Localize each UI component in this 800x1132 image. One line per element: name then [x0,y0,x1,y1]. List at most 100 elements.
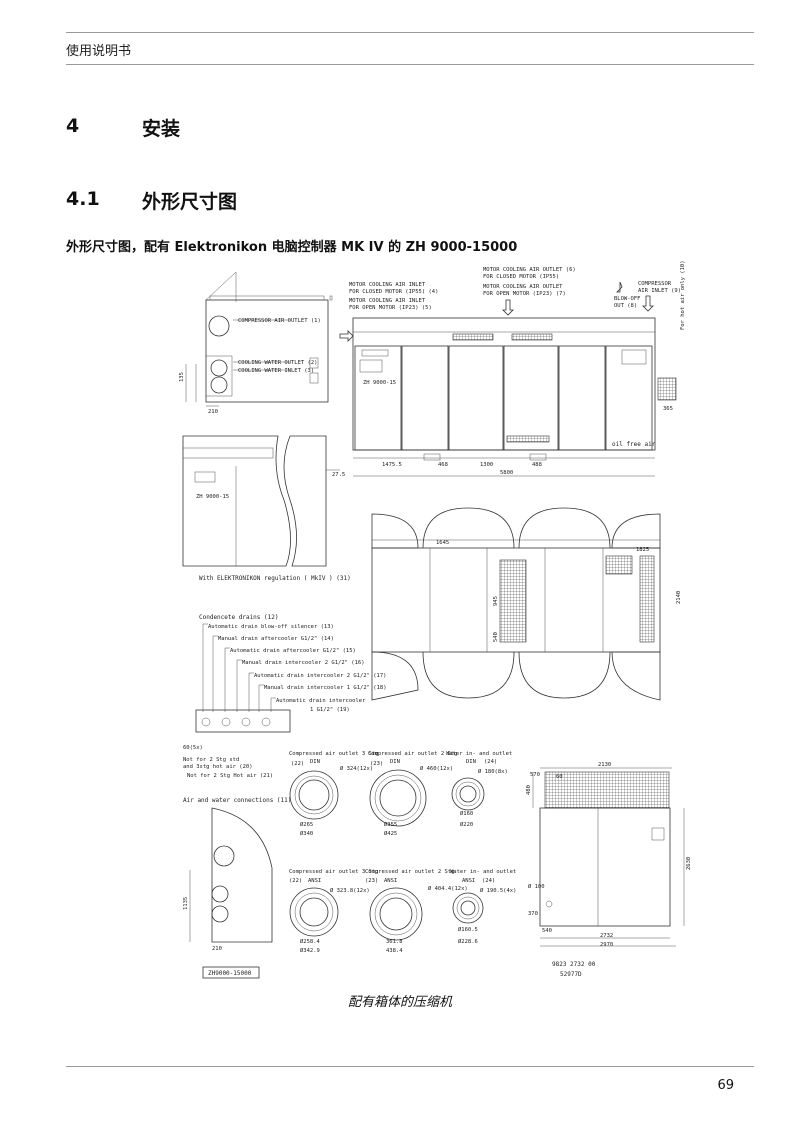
label-motor-closed-inlet-2: FOR CLOSED MOTOR (IP55) (4) [349,289,438,295]
flange3-holes: Ø 180(8x) [478,768,508,775]
dim-27: 27.5 [332,472,345,478]
flange1-outer: Ø340 [300,830,313,837]
label-drain-19b: 1 G1/2" (19) [310,707,350,713]
label-n22-ansi: (22) [289,878,302,884]
flange-din-row: Compressed air outlet 3 Stg (22) DIN Ø 3… [289,751,512,837]
doc-ref-1: 9823 2732 00 [552,961,596,968]
label-with-elektronikon: With ELEKTRONIKON regulation ( MkIV ) (3… [199,575,351,582]
label-drain-14: Manual drain aftercooler G1/2" (14) [218,636,334,642]
label-drain-17: Automatic drain intercooler 2 G1/2" (17) [254,673,386,679]
dim-2130: 2130 [598,762,611,768]
label-air-outlet: COMPRESSOR AIR OUTLET (1) [238,318,321,324]
label-cao2-ansi: Compressed air outlet 2 Stg [365,869,454,875]
dim-1475: 1475.5 [382,462,402,468]
label-n24-ansi: (24) [482,878,495,884]
outlet-arrow-icon [502,299,514,316]
label-motor-closed-outlet-2: FOR CLOSED MOTOR (IP55) [483,274,559,280]
dim-2630: 2630 [686,857,692,870]
dim-2140: 2140 [676,591,682,604]
dim-2732: 2732 [600,933,613,939]
flange2-outer: Ø425 [384,830,397,837]
screen-label-2: ZH 9000-15 [196,494,229,500]
label-drain-13: Automatic drain blow-off silencer (13) [208,624,334,630]
down-arrow-icon [642,295,654,312]
label-cao3-ansi: Compressed air outlet 3 Stg [289,869,378,875]
label-condensate: Condencete drains (12) [199,614,278,621]
dim-570: 570 [530,772,540,778]
label-water-din: Water in- and outlet [446,751,512,757]
page-number: 69 [717,1078,734,1093]
flange4-inner: Ø258.4 [300,938,321,945]
label-n23-ansi: (23) [365,878,378,884]
inlet-arrow-icon [339,330,354,342]
flange3-outer: Ø220 [460,821,473,828]
label-motor-closed-inlet-1: MOTOR COOLING AIR INLET [349,282,426,288]
flange5-inner: 361.8 [386,939,403,945]
enclosure-side-view: 2130 480 570 60 Ø 100 2630 370 540 2732 … [526,762,692,978]
side-view-top-left: COMPRESSOR AIR OUTLET (1) COOLING WATER … [179,271,333,415]
condensate-drains: Condencete drains (12) Automatic drain b… [183,614,387,779]
label-cao2-din: Compressed air outlet 2 Stg [368,751,457,757]
dim-210-top: 210 [208,409,218,415]
label-n23-din: (23) [370,761,383,767]
label-water-outlet: COOLING WATER OUTLET (2) [238,360,317,366]
flange5-holes: Ø 404.4(12x) [428,885,468,892]
note-60: 60(5x) [183,745,203,751]
dim-60: 60 [556,774,563,780]
note-20a: Not for 2 Stg std [183,757,239,763]
label-motor-open-inlet-1: MOTOR COOLING AIR INLET [349,298,426,304]
header-top-rule [66,32,754,33]
dim-370: 370 [528,911,538,917]
note-21: Not for 2 Stg Hot air (21) [187,773,273,779]
label-drain-15: Automatic drain aftercooler G1/2" (15) [230,648,356,654]
note-20b: and 3stg hot air (20) [183,764,253,770]
label-din-1: DIN [310,759,320,765]
label-motor-open-outlet-1: MOTOR COOLING AIR OUTLET [483,284,563,290]
dim-468: 468 [438,462,448,468]
label-water-ansi: Water in- and outlet [450,869,516,875]
dim-945: 945 [493,596,499,606]
label-blowoff-1: BLOW-OFF [614,296,641,302]
top-view-plan: 1645 1825 945 540 2140 [371,507,682,701]
dim-1300: 1300 [480,462,493,468]
figure-caption: 配有箱体的压缩机 [347,995,452,1010]
label-drain-19a: Automatic drain intercooler [276,698,366,704]
dim-210-bottom: 210 [212,946,222,952]
flange4-holes: Ø 323.8(12x) [330,887,370,894]
label-ansi-2: ANSI [384,878,397,884]
flange3-inner: Ø160 [460,810,473,817]
dim-1825: 1825 [636,547,649,553]
label-drain-16: Manual drain intercooler 2 G1/2" (16) [242,660,365,666]
label-motor-closed-outlet-1: MOTOR COOLING AIR OUTLET (6) [483,267,576,273]
label-din-3: DIN [466,759,476,765]
flange5-outer: 438.4 [386,948,403,954]
flange4-outer: Ø342.9 [300,947,320,954]
dim-1645: 1645 [436,540,449,546]
doc-ref-2: 52977D [560,971,582,978]
label-ansi-1: ANSI [308,878,321,884]
oil-free-mark: oil free air [612,441,656,448]
dim-135: 135 [179,372,185,382]
flange1-inner: Ø265 [300,821,313,828]
label-n22-din: (22) [291,761,304,767]
label-din-2: DIN [390,759,400,765]
label-air-water: Air and water connections (11) [183,797,291,804]
flange6-inner: Ø160.5 [458,926,478,933]
side-view-elektronikon: ZH 9000-15 27.5 With ELEKTRONIKON regula… [182,435,351,582]
dim-488: 488 [532,462,542,468]
section-number: 4.1 [66,188,100,210]
flange6-holes: Ø 190.5(4x) [480,887,516,894]
label-drain-18: Manual drain intercooler 1 G1/2" (18) [264,685,387,691]
flange2-inner: Ø355 [384,821,397,828]
label-hot-air: For hot air only (10) [680,260,686,330]
blowoff-arrow-icon [616,281,623,293]
dim-2970: 2970 [600,942,613,948]
label-blowoff-2: OUT (8) [614,303,637,309]
label-motor-open-inlet-2: FOR OPEN MOTOR (IP23) (5) [349,305,432,311]
model-box-label: ZH9000-15000 [208,970,252,977]
dim-365: 365 [663,406,673,412]
label-water-inlet: COOLING WATER INLET (3) [238,368,314,374]
controller-screen-label: ZH 9000-15 [363,380,396,386]
dim-540b: 540 [493,632,499,642]
